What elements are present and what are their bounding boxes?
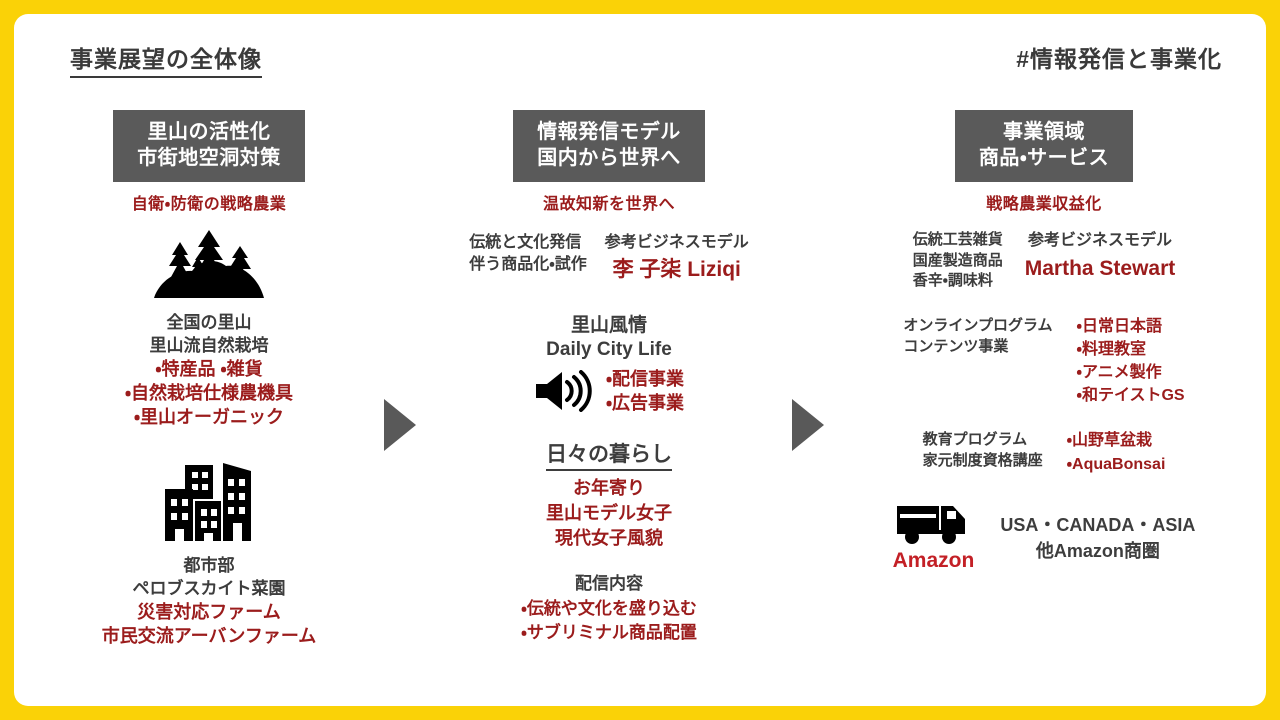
goods-row: 伝統工芸雑貨 国産製造商品 香辛・調味料 参考ビジネスモデル Martha St… bbox=[854, 230, 1234, 291]
goods-model-label: 参考ビジネスモデル bbox=[1028, 232, 1173, 250]
daily-items: ・配信事業 ・広告事業 bbox=[605, 368, 685, 414]
goods-model-value: Martha Stewart bbox=[1024, 256, 1176, 280]
online-row: オンラインプログラム コンテンツ事業 ・日常日本語 ・料理教室 ・アニメ製作 ・… bbox=[854, 315, 1234, 407]
column-business-subtitle: 戦略農業収益化 bbox=[986, 196, 1102, 214]
city-buildings-icon bbox=[44, 459, 374, 542]
education-right-text: ・山野草盆栽 ・AquaBonsai bbox=[1066, 432, 1166, 473]
tradition-model-value: 李 子柒 Liziqi bbox=[612, 257, 741, 281]
education-row: 教育プログラム 家元制度資格講座 ・山野草盆栽 ・AquaBonsai bbox=[854, 429, 1234, 475]
speaker-icon bbox=[534, 370, 592, 413]
column-satoyama-subtitle: 自衛・防衛の戦略農業 bbox=[131, 196, 287, 214]
online-left-text: オンラインプログラム コンテンツ事業 bbox=[903, 317, 1053, 356]
column-model-subtitle: 温故知新を世界へ bbox=[542, 196, 675, 214]
forest-trees-icon bbox=[44, 230, 374, 299]
online-right-text: ・日常日本語 ・料理教室 ・アニメ製作 ・和テイストGS bbox=[1076, 318, 1185, 405]
urban-dark-text: 都市部 ペロブスカイト菜園 bbox=[132, 556, 286, 598]
column-satoyama: 里山の活性化 市街地空洞対策 自衛・防衛の戦略農業 全国の里山 里山流自然栽培 … bbox=[44, 110, 374, 648]
column-model-header: 情報発信モデル 国内から世界へ bbox=[513, 110, 705, 183]
distribution-row: Amazon USA・CANADA・ASIA 他Amazon商圏 bbox=[854, 502, 1234, 575]
column-business-header: 事業領域 商品・サービス bbox=[954, 110, 1134, 183]
tradition-left-text: 伝統と文化発信 伴う商品化・試作 bbox=[469, 234, 587, 273]
content-block: 配信内容 ・伝統や文化を盛り込む ・サブリミナル商品配置 bbox=[444, 569, 774, 644]
tradition-model-label: 参考ビジネスモデル bbox=[604, 234, 749, 252]
goods-left-text: 伝統工芸雑貨 国産製造商品 香辛・調味料 bbox=[912, 231, 1003, 289]
urban-red-text: 災害対応ファーム 市民交流アーバンファーム bbox=[101, 602, 317, 647]
daily-block: 里山風情 Daily City Life ・配信事業 ・広告事業 bbox=[444, 310, 774, 416]
life-items: お年寄り 里山モデル女子 現代女子風貌 bbox=[546, 477, 672, 549]
arrow-col1-to-col2 bbox=[384, 399, 416, 451]
amazon-markets: USA・CANADA・ASIA 他Amazon商圏 bbox=[1000, 515, 1196, 562]
content-items: ・伝統や文化を盛り込む ・サブリミナル商品配置 bbox=[521, 599, 697, 642]
life-block: 日々の暮らし お年寄り 里山モデル女子 現代女子風貌 bbox=[444, 438, 774, 552]
column-business: 事業領域 商品・サービス 戦略農業収益化 伝統工芸雑貨 国産製造商品 香辛・調味… bbox=[854, 110, 1234, 575]
rural-red-text: ・特産品 ・雑貨 ・自然栽培仕様農機具 ・里山オーガニック bbox=[124, 359, 294, 428]
life-title: 日々の暮らし bbox=[546, 438, 672, 471]
daily-title-jp: 里山風情 bbox=[570, 314, 647, 336]
column-satoyama-header: 里山の活性化 市街地空洞対策 bbox=[113, 110, 305, 183]
tradition-row: 伝統と文化発信 伴う商品化・試作 参考ビジネスモデル 李 子柒 Liziqi bbox=[444, 232, 774, 284]
arrow-col2-to-col3 bbox=[792, 399, 824, 451]
column-model: 情報発信モデル 国内から世界へ 温故知新を世界へ 伝統と文化発信 伴う商品化・試… bbox=[444, 110, 774, 644]
page-hashtag: #情報発信と事業化 bbox=[1016, 46, 1222, 72]
rural-dark-text: 全国の里山 里山流自然栽培 bbox=[149, 313, 269, 355]
delivery-truck-icon bbox=[893, 502, 975, 544]
daily-title-en: Daily City Life bbox=[546, 338, 672, 360]
page-title: 事業展望の全体像 bbox=[70, 40, 262, 78]
amazon-brand: Amazon bbox=[892, 548, 975, 572]
education-left-text: 教育プログラム 家元制度資格講座 bbox=[922, 431, 1043, 470]
content-title: 配信内容 bbox=[575, 574, 643, 594]
slide-canvas: 事業展望の全体像 #情報発信と事業化 里山の活性化 市街地空洞対策 自衛・防衛の… bbox=[14, 14, 1266, 706]
